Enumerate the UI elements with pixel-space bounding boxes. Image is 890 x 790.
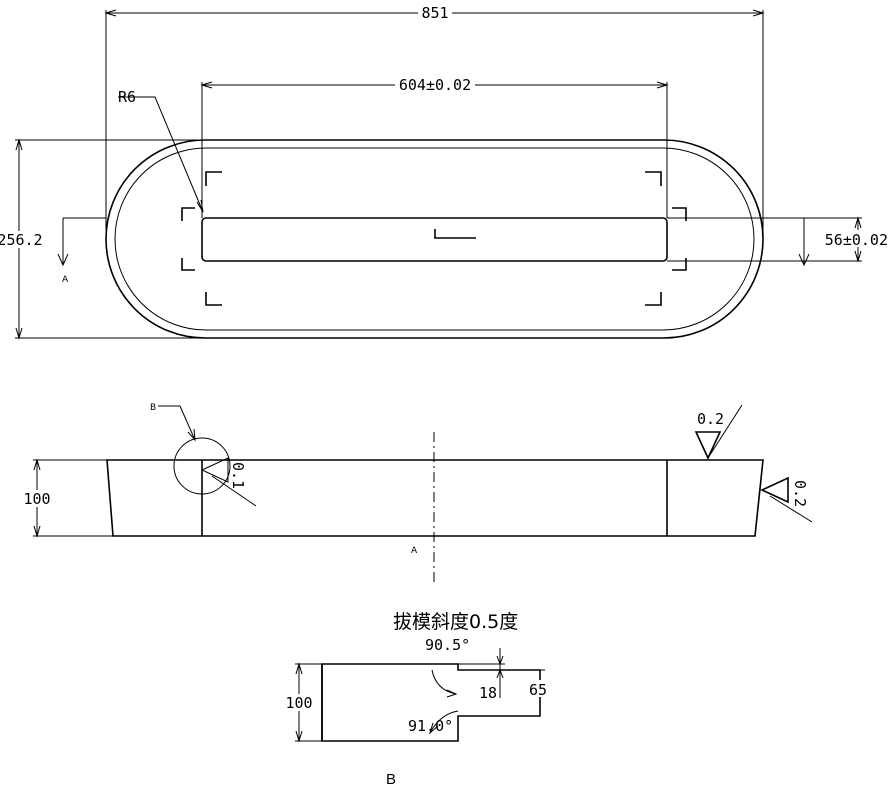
arrowhead	[798, 253, 810, 267]
corner-bracket	[181, 207, 195, 221]
arrowhead	[15, 138, 23, 151]
surface-finish-symbol	[200, 457, 229, 483]
inner-stadium-outline	[114, 147, 755, 331]
surface-finish-symbol	[694, 431, 722, 460]
corner-bracket	[672, 207, 687, 221]
corner-bracket	[645, 292, 662, 306]
angle-bottom: 91.0°	[408, 717, 453, 735]
front-body-outline	[106, 459, 764, 537]
detail-b-view: 拔模斜度0.5度 100 90.5° 91.0° 18 65 B	[285, 611, 550, 788]
flatness-top: 0.2	[697, 410, 724, 428]
slot-outline	[201, 217, 668, 262]
arrowhead	[15, 327, 23, 340]
corner-bracket	[645, 171, 662, 186]
arrowhead	[446, 689, 458, 698]
arrowhead	[854, 250, 862, 263]
flatness-right: 0.2	[791, 480, 809, 507]
corner-bracket	[205, 171, 222, 186]
flatness-left: 0.1	[229, 462, 247, 489]
arrowhead	[295, 662, 303, 675]
arrowhead	[57, 253, 69, 267]
arrowhead	[200, 81, 213, 89]
arrowhead	[196, 199, 204, 213]
detail-b-leader	[158, 405, 196, 441]
draft-angle-note: 拔模斜度0.5度	[393, 611, 518, 633]
arrowhead	[187, 428, 196, 442]
arrowhead	[104, 9, 117, 17]
angle-arc	[429, 710, 459, 734]
dimension-overall-width: 256.2	[0, 231, 43, 249]
angle-top: 90.5°	[425, 636, 470, 654]
detail-height: 100	[285, 694, 312, 712]
dimension-overall-length: 851	[421, 4, 448, 22]
dimension-height: 100	[23, 490, 50, 508]
arrowhead	[33, 458, 41, 471]
detail-mark-b: B	[150, 403, 156, 413]
arrowhead	[752, 9, 765, 17]
radius-leader	[118, 96, 204, 213]
surface-finish-symbol	[760, 476, 789, 504]
arrowhead	[295, 730, 303, 743]
detail-view-label: B	[386, 771, 396, 788]
corner-bracket	[672, 258, 687, 271]
center-mark	[434, 229, 476, 239]
top-view: 851 604±0.02 R6 256.2 56±0.02 A	[0, 3, 889, 340]
corner-bracket	[181, 258, 195, 271]
arrowhead	[656, 81, 669, 89]
step-height: 65	[529, 681, 547, 699]
arrowhead	[854, 216, 862, 229]
dimension-slot-width: 56±0.02	[825, 231, 888, 249]
dimension-slot-length: 604±0.02	[399, 76, 471, 94]
angle-arc	[431, 669, 457, 695]
surface-finish-leader	[707, 404, 743, 459]
section-mark-bottom: A	[411, 546, 418, 556]
arrowhead	[33, 525, 41, 538]
arrowhead	[496, 668, 504, 679]
front-view: 100 B 0.1 0.2 0.2 A	[23, 403, 813, 585]
arrowhead	[429, 722, 439, 735]
corner-bracket	[205, 292, 222, 306]
arrowhead	[496, 655, 504, 666]
step-depth: 18	[479, 684, 497, 702]
outer-stadium-outline	[105, 139, 764, 339]
surface-finish-leader	[211, 475, 257, 507]
surface-finish-leader	[769, 495, 813, 523]
section-mark-left: A	[62, 275, 69, 285]
detail-b-circle	[173, 437, 231, 495]
